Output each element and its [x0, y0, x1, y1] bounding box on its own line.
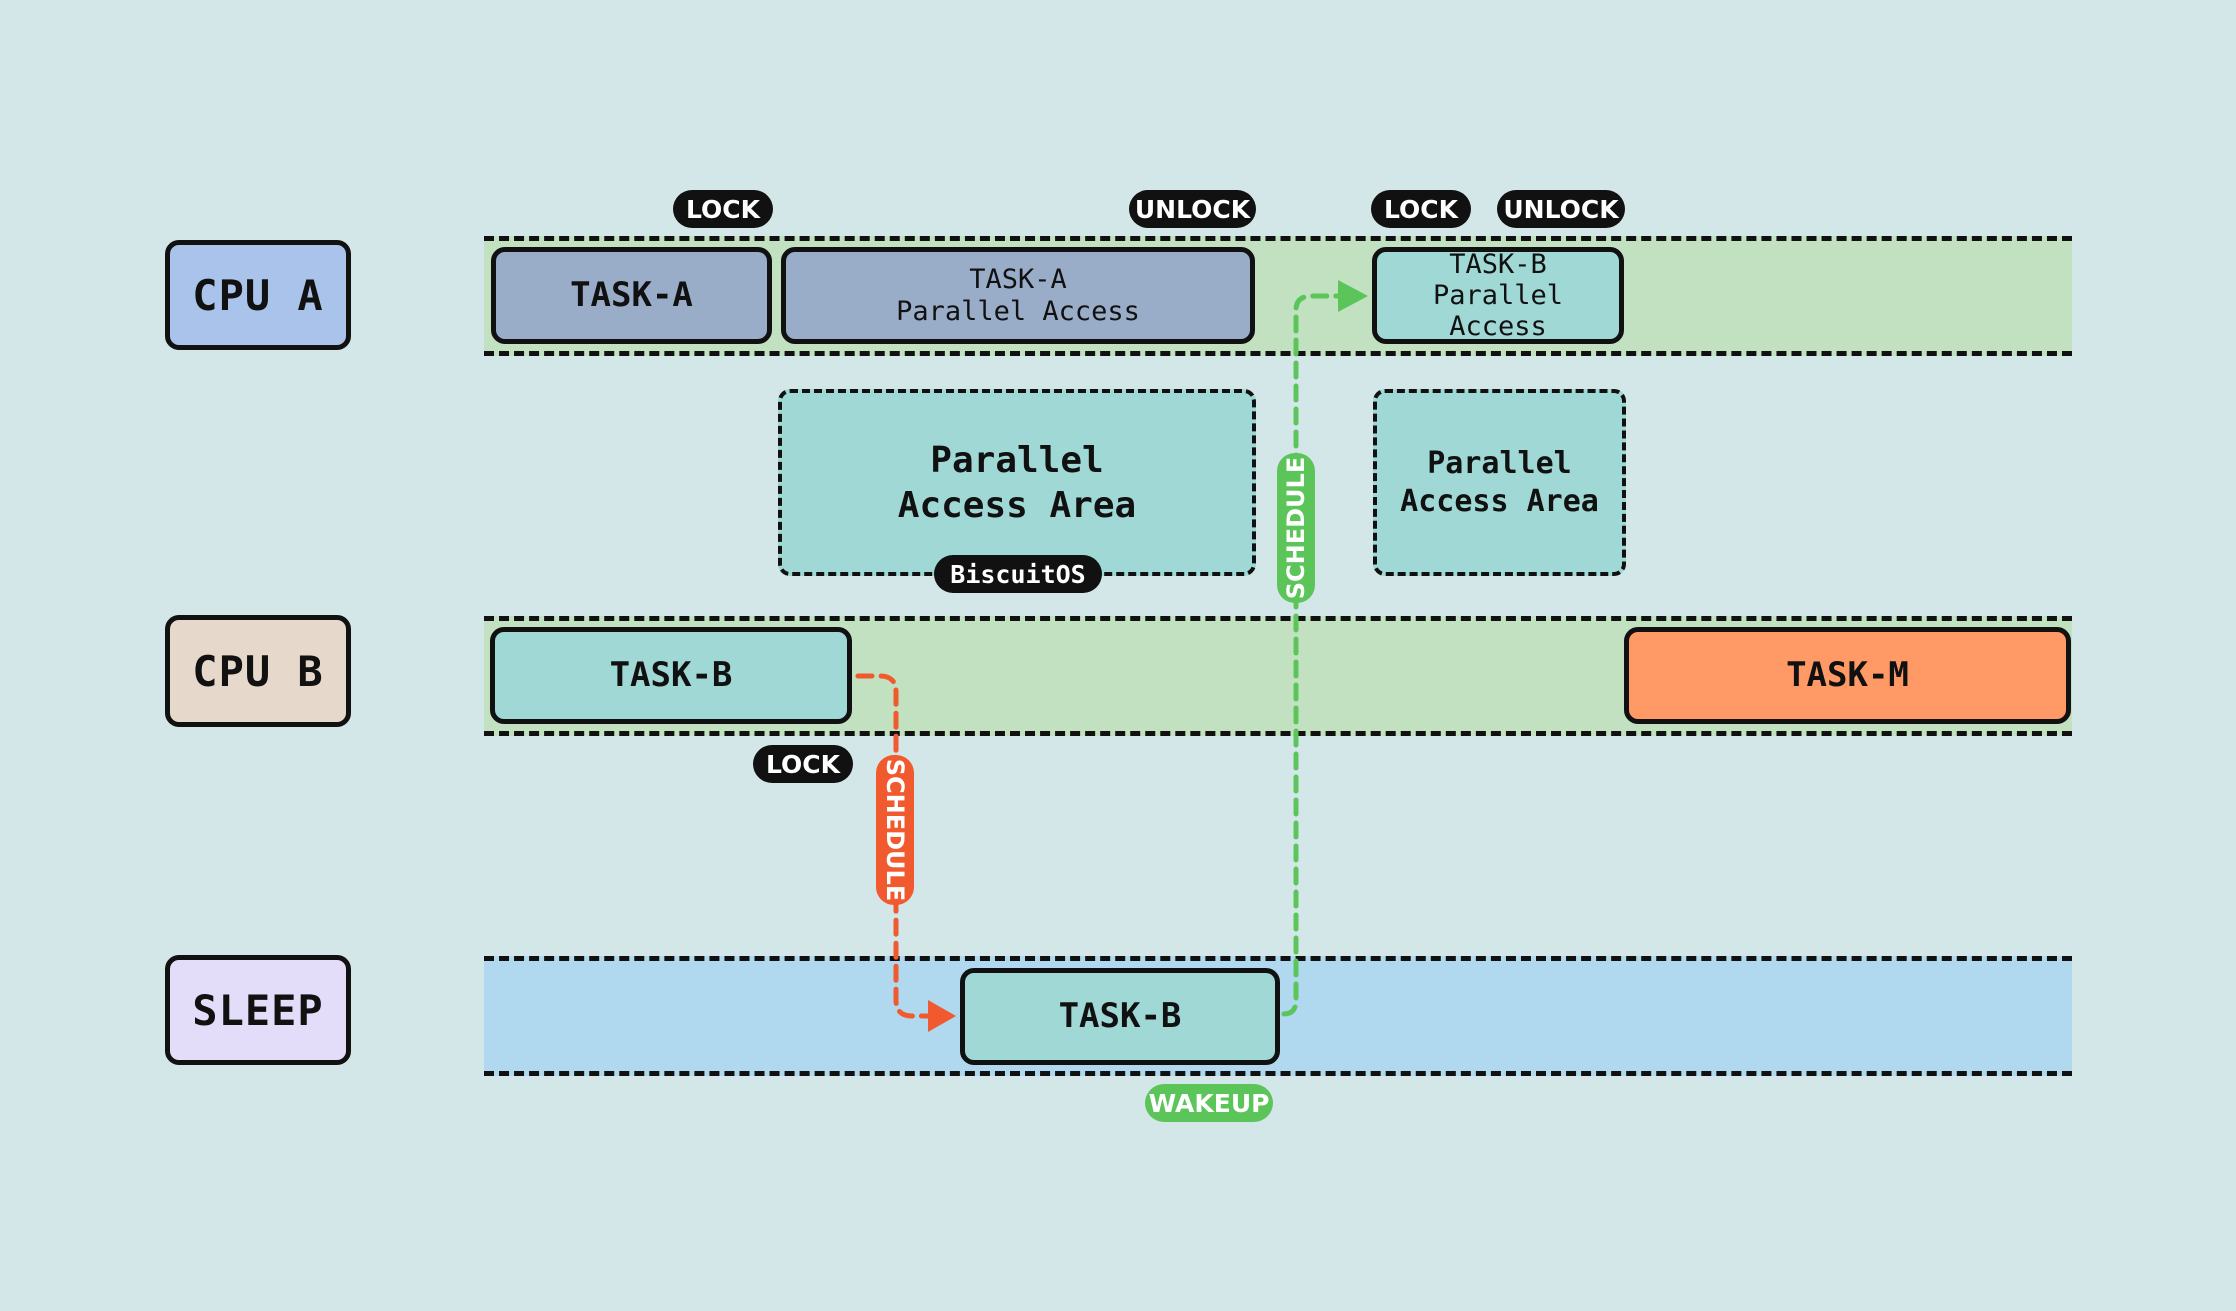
- schedule-green-text: SCHEDULE: [1282, 456, 1311, 600]
- unlock-badge-a1: UNLOCK: [1129, 190, 1256, 228]
- cpu-b-task-b-text: TASK-B: [609, 654, 733, 695]
- cpu-a-task-a-parallel-line2: Parallel Access: [896, 295, 1140, 327]
- cpu-a-task-b-parallel-line2: Parallel Access: [1432, 279, 1564, 343]
- cpu-a-label: CPU A: [165, 240, 351, 350]
- parallel-access-area-2: Parallel Access Area: [1373, 389, 1626, 576]
- area-2-line1: Parallel: [1427, 446, 1572, 481]
- cpu-b-task-b: TASK-B: [490, 627, 852, 724]
- cpu-b-task-m: TASK-M: [1624, 627, 2071, 724]
- schedule-red-arrowhead: [928, 1000, 956, 1032]
- lock-badge-b: LOCK: [753, 745, 853, 783]
- cpu-a-task-a-text: TASK-A: [570, 274, 693, 315]
- cpu-a-task-b-parallel-line1: TASK-B: [1449, 248, 1547, 280]
- sleep-task-b-text: TASK-B: [1058, 995, 1182, 1036]
- lock-badge-a2: LOCK: [1371, 190, 1471, 228]
- lock-badge-a1: LOCK: [673, 190, 773, 228]
- parallel-access-area-1: Parallel Access Area: [778, 389, 1256, 576]
- schedule-green-arrowhead: [1338, 280, 1368, 312]
- cpu-b-task-m-text: TASK-M: [1786, 654, 1909, 695]
- wakeup-badge: WAKEUP: [1145, 1084, 1273, 1122]
- sleep-task-b: TASK-B: [960, 968, 1280, 1065]
- unlock-badge-a2: UNLOCK: [1497, 190, 1625, 228]
- area-1-line2: Access Area: [897, 484, 1137, 526]
- cpu-a-task-a-parallel: TASK-A Parallel Access: [781, 247, 1255, 344]
- cpu-a-task-a-parallel-line1: TASK-A: [969, 264, 1067, 296]
- sleep-label: SLEEP: [165, 955, 351, 1065]
- schedule-green-badge: SCHEDULE: [1277, 453, 1315, 603]
- area-1-line1: Parallel: [930, 439, 1104, 481]
- cpu-b-label: CPU B: [165, 615, 351, 727]
- schedule-green-path: [1281, 293, 1343, 1017]
- cpu-a-task-a: TASK-A: [491, 247, 772, 344]
- watermark-badge: BiscuitOS: [934, 555, 1102, 593]
- schedule-red-path: [855, 673, 933, 1019]
- cpu-a-task-b-parallel: TASK-B Parallel Access: [1372, 247, 1624, 344]
- area-2-line2: Access Area: [1400, 483, 1599, 519]
- schedule-red-text: SCHEDULE: [881, 758, 910, 902]
- schedule-red-badge: SCHEDULE: [876, 755, 914, 905]
